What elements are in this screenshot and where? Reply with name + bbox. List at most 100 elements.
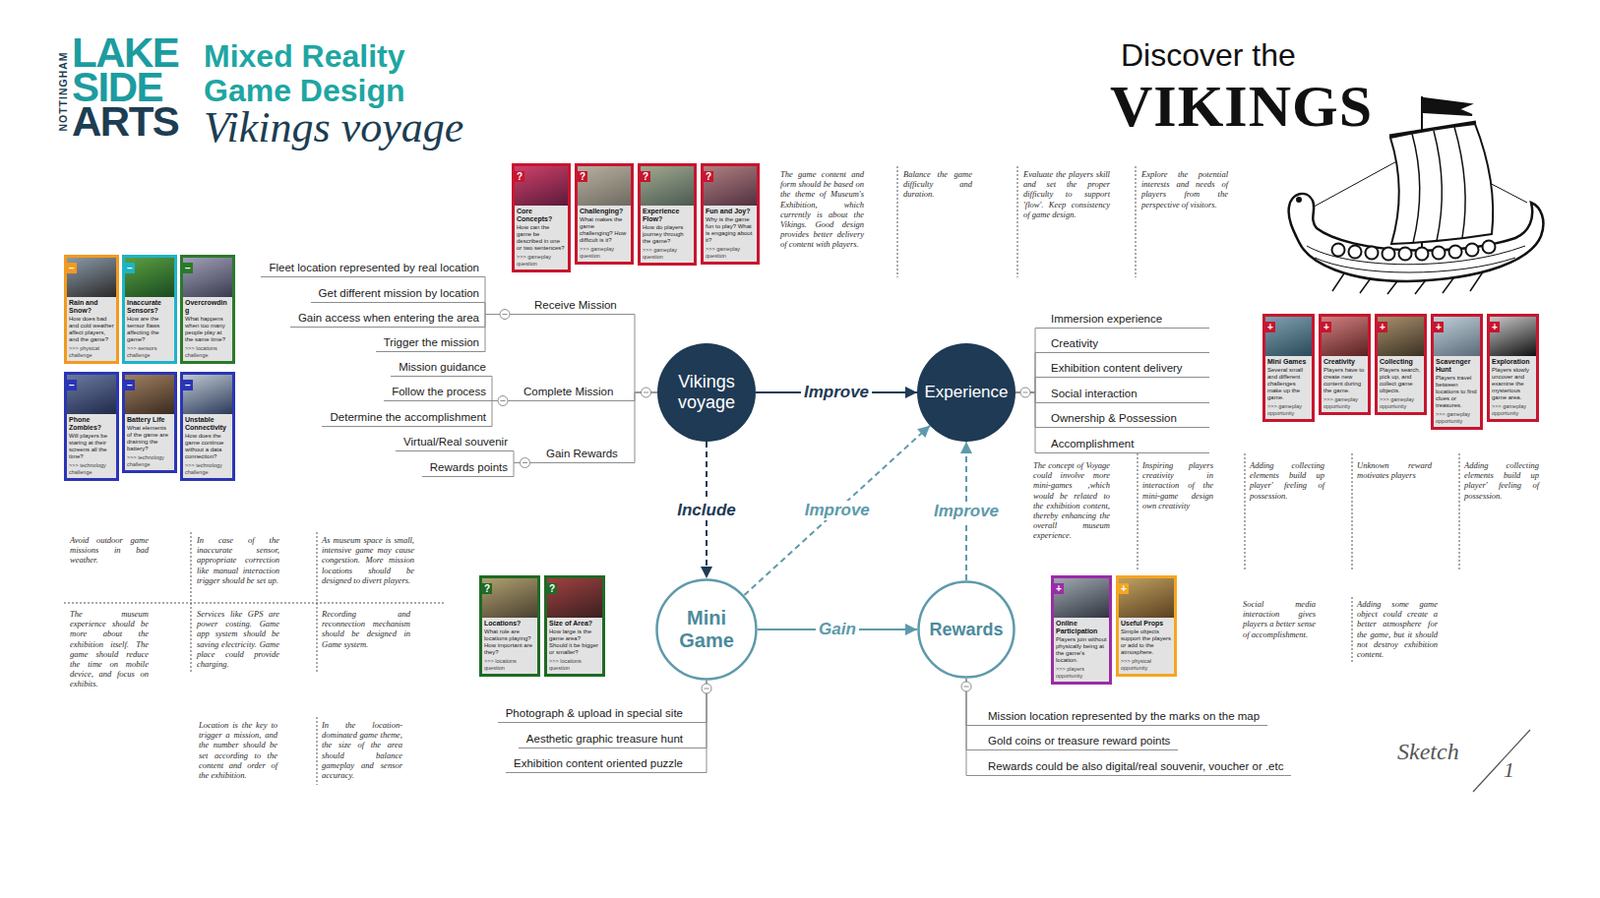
- collapse-toggle: [500, 400, 506, 402]
- card-title: Overcrowding: [184, 299, 231, 315]
- card-panel: Unstable ConnectivityHow does the game c…: [183, 414, 233, 479]
- card-title: Collecting: [1379, 358, 1422, 367]
- branch-line: [634, 314, 658, 394]
- title-block: Mixed Reality Game Design: [203, 39, 470, 109]
- card-title: Challenging?: [579, 207, 629, 216]
- branch-topic: Mission guidance: [390, 359, 493, 377]
- card-title: Phone Zombies?: [68, 416, 115, 432]
- card-body: What elements of the game are draining t…: [126, 425, 173, 453]
- circle-outline: [919, 582, 1015, 678]
- design-note-holder: As museum space is small, intensive game…: [321, 535, 415, 586]
- card-photo: ?: [547, 578, 603, 618]
- collapse-toggle: [520, 458, 531, 469]
- card-title: Creativity: [1323, 358, 1366, 367]
- edge-label: Improve: [801, 500, 873, 521]
- card-photo: +: [1489, 316, 1537, 357]
- card-footer: >>> gameplay opportunity: [1267, 403, 1310, 417]
- card-photo: −: [183, 374, 233, 415]
- branch-topic: Gold coins or treasure reward points: [966, 733, 1178, 751]
- note-divider: [1352, 453, 1354, 572]
- note-divider: [1352, 597, 1354, 664]
- card-title: Unstable Connectivity: [184, 416, 231, 432]
- note-divider: [316, 532, 318, 675]
- design-card: ?Core Concepts?How can the game be descr…: [511, 163, 571, 273]
- card-footer: >>> gameplay question: [516, 253, 566, 267]
- card-symbol: ?: [703, 171, 714, 183]
- viking-ship: [1365, 246, 1379, 260]
- card-photo: −: [124, 257, 175, 298]
- logo-word-holder: LAKE: [71, 33, 179, 73]
- branch-line: [634, 392, 658, 464]
- card-panel: Mini GamesSeveral small and different ch…: [1265, 356, 1312, 420]
- design-note-holder: Adding some game object could create a b…: [1356, 599, 1438, 660]
- branch-label: Virtual/Real souvenir: [403, 433, 508, 451]
- collapse-toggle: [641, 387, 652, 398]
- card-panel: ExplorationPlayers slowly uncover and ex…: [1489, 356, 1537, 420]
- card-footer: >>> gameplay opportunity: [1491, 403, 1535, 417]
- card-photo: ?: [640, 166, 694, 206]
- viking-ship: [1432, 246, 1446, 260]
- branch-label: Ownership & Possession: [1050, 410, 1204, 428]
- collapse-toggle: [499, 309, 510, 320]
- banner-title-holder: VIKINGS: [1109, 72, 1373, 140]
- collapse-toggle: [499, 309, 510, 320]
- card-panel: OvercrowdingWhat happens when too many p…: [183, 297, 233, 362]
- branch-topic: Virtual/Real souvenir: [395, 433, 514, 452]
- branch-topic: Gain Rewards: [536, 445, 635, 464]
- card-body: Players search, pick up, and collect gam…: [1379, 367, 1422, 395]
- card-panel: Fun and Joy?Why is the game fun to play?…: [703, 205, 757, 262]
- note-divider: [1135, 166, 1137, 278]
- concept-circle: Experience: [917, 343, 1016, 442]
- design-note: Explore the potential interests and need…: [1141, 169, 1229, 210]
- project-name: Vikings voyage: [203, 102, 464, 154]
- card-photo: ?: [482, 578, 538, 618]
- card-panel: Phone Zombies?Will players be staring at…: [66, 414, 117, 479]
- card-panel: Experience Flow?How do players journey t…: [640, 205, 694, 263]
- design-note: Adding collecting elements build up play…: [1464, 460, 1539, 501]
- design-card: + CollectingPlayers search, pick up, and …: [1374, 313, 1427, 416]
- card-body: What happens when too many people play a…: [184, 315, 231, 344]
- design-note-holder: Services like GPS are power costing. Gam…: [196, 609, 280, 670]
- branch-topic: Social interaction: [1035, 385, 1210, 404]
- logo-word: LAKE: [71, 33, 179, 73]
- card-photo: +: [1321, 316, 1368, 357]
- card-body: How does the game continue without a dat…: [184, 432, 231, 461]
- branch-topic: Fleet location represented by real locat…: [260, 259, 486, 278]
- branch-label: Get different mission by location: [318, 285, 480, 303]
- viking-ship: [1454, 126, 1466, 239]
- card-title: Rain and Snow?: [68, 299, 115, 315]
- viking-ship: [1482, 241, 1496, 254]
- card-symbol: +: [1265, 321, 1276, 333]
- branch-topic: Get different mission by location: [310, 285, 486, 304]
- branch-topic: Rewards could be also digital/real souve…: [966, 758, 1292, 777]
- note-divider: [63, 166, 1460, 786]
- card-body: Why is the game fun to play? What is eng…: [705, 216, 755, 245]
- logo-word-holder: SIDE: [71, 67, 163, 108]
- card-symbol: +: [1377, 321, 1388, 333]
- viking-ship: [1289, 193, 1544, 282]
- card-photo: −: [66, 374, 117, 415]
- design-note-holder: The game content and form should be base…: [780, 169, 864, 250]
- branch-line: [1015, 392, 1036, 454]
- circle-label: Vikings voyage: [665, 371, 748, 413]
- branch-label: Mission location represented by the mark…: [987, 708, 1260, 726]
- design-card: + Mini GamesSeveral small and different c…: [1262, 313, 1315, 423]
- branch-label: Receive Mission: [534, 297, 631, 314]
- card-footer: >>> gameplay opportunity: [1435, 411, 1478, 425]
- design-note-holder: Explore the potential interests and need…: [1141, 169, 1229, 210]
- branch-label: Creativity: [1050, 335, 1204, 353]
- viking-ship: [1390, 123, 1493, 245]
- card-symbol: −: [183, 379, 193, 391]
- viking-ship: [1296, 197, 1301, 202]
- project-name-holder: Vikings voyage: [203, 102, 464, 154]
- card-symbol: +: [1433, 321, 1444, 333]
- card-symbol: −: [124, 262, 135, 274]
- design-card: ?Challenging?What makes the game challen…: [574, 163, 634, 265]
- branch-label: Exhibition content oriented puzzle: [513, 755, 683, 773]
- design-card: +Useful PropsSimple objects support the …: [1115, 575, 1177, 677]
- collapse-toggle: [497, 396, 508, 407]
- card-title: Inaccurate Sensors?: [126, 299, 173, 315]
- design-note: Services like GPS are power costing. Gam…: [196, 609, 280, 670]
- branch-label: Trigger the mission: [383, 334, 480, 352]
- note-divider: [1459, 453, 1461, 572]
